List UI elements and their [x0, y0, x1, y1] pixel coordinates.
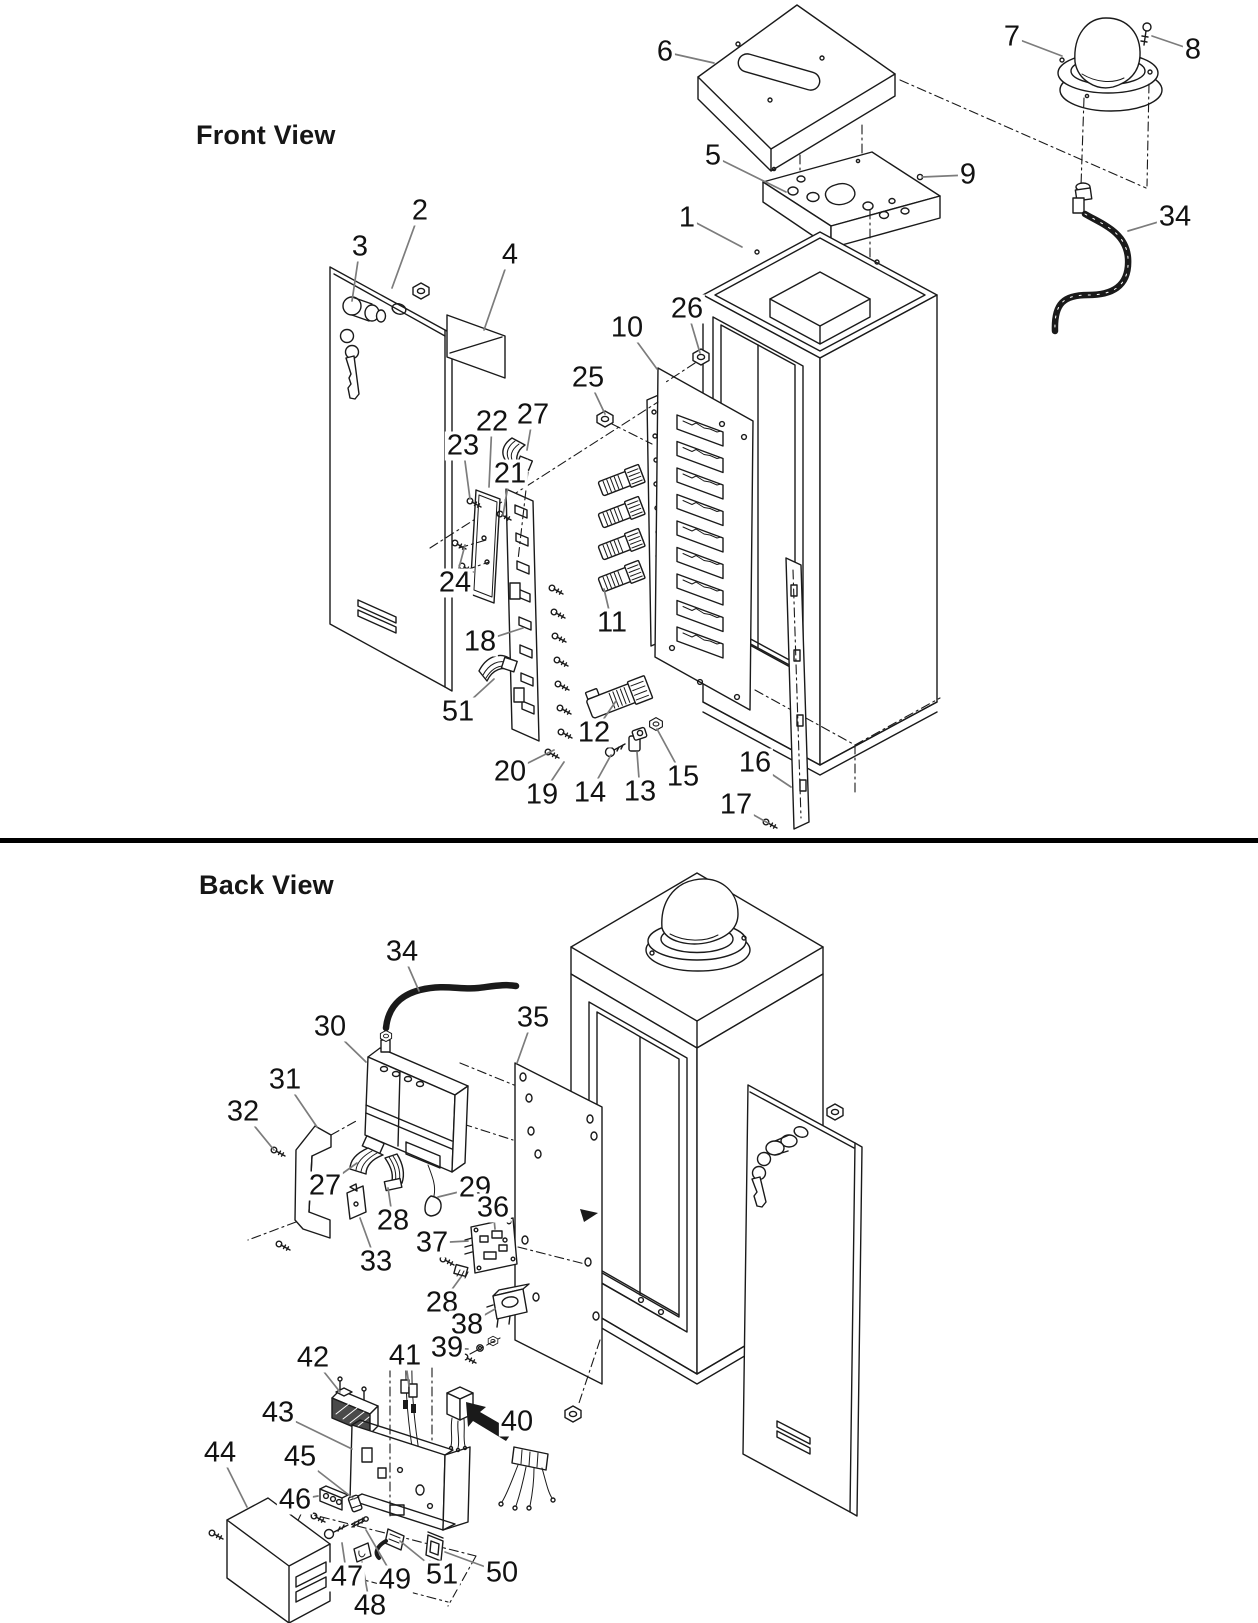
lid-part6 — [697, 4, 1147, 197]
callout-back-47-21: 47 — [328, 1560, 366, 1593]
callout-back-48-22: 48 — [351, 1589, 389, 1622]
bracket-part31 — [247, 1119, 359, 1251]
ribbon-cable-part51-front — [478, 654, 518, 682]
callout-front-18-17: 18 — [461, 625, 499, 658]
clip-part29 — [424, 1195, 442, 1217]
callout-front-14-13: 14 — [571, 776, 609, 809]
callout-front-2-1: 2 — [409, 194, 431, 227]
callout-front-24-23: 24 — [436, 566, 474, 599]
callout-back-51-25: 51 — [423, 1558, 461, 1591]
callout-front-8-7: 8 — [1182, 33, 1204, 66]
callout-front-9-8: 9 — [957, 158, 979, 191]
callout-front-1: 1 — [676, 201, 698, 234]
callout-front-27-26: 27 — [514, 398, 552, 431]
callout-back-36-10: 36 — [474, 1191, 512, 1224]
callout-back-32-6: 32 — [224, 1095, 262, 1128]
callout-front-7-6: 7 — [1001, 20, 1023, 53]
callout-front-3-2: 3 — [349, 230, 371, 263]
callout-front-12-11: 12 — [575, 716, 613, 749]
callout-back-37-11: 37 — [413, 1226, 451, 1259]
back-door — [742, 1084, 863, 1517]
callout-back-45-19: 45 — [281, 1440, 319, 1473]
callout-back-44-18: 44 — [201, 1436, 239, 1469]
callout-back-43-17: 43 — [259, 1396, 297, 1429]
transformer-part42 — [309, 1346, 379, 1435]
callout-front-51-28: 51 — [439, 695, 477, 728]
back-view-title: Back View — [199, 870, 334, 900]
strip-board-part18 — [505, 488, 540, 742]
callout-back-39-13: 39 — [428, 1331, 466, 1364]
plug-part28b — [453, 1263, 469, 1279]
fitting-parts13-14-15 — [604, 717, 663, 758]
callout-back-34-8: 34 — [383, 935, 421, 968]
callout-front-34-27: 34 — [1156, 200, 1194, 233]
callout-front-26-25: 26 — [668, 292, 706, 325]
front-view-drawing — [329, 4, 1163, 830]
callout-front-10-9: 10 — [608, 311, 646, 344]
callout-front-4-3: 4 — [499, 238, 521, 271]
label-plate-part4 — [446, 314, 506, 379]
clip-part48 — [353, 1542, 372, 1563]
callout-front-13-12: 13 — [621, 775, 659, 808]
hose-part34-front — [1051, 182, 1132, 335]
vent-cap-part7 — [1057, 17, 1163, 187]
small-board-part22 — [451, 489, 512, 604]
leader-line-front-5 — [712, 155, 787, 193]
callout-back-38-12: 38 — [448, 1308, 486, 1341]
callout-front-17-16: 17 — [717, 788, 755, 821]
callout-back-41-15: 41 — [386, 1339, 424, 1372]
callout-back-50-24: 50 — [483, 1556, 521, 1589]
callout-back-30-4: 30 — [311, 1010, 349, 1043]
slotted-panel-part10 — [646, 367, 754, 711]
callout-front-20-19: 20 — [491, 755, 529, 788]
callout-front-5-4: 5 — [702, 139, 724, 172]
back-view-drawing — [208, 872, 863, 1623]
callout-front-23-22: 23 — [444, 429, 482, 462]
fuse-part45 — [347, 1494, 363, 1513]
callout-back-46-20: 46 — [276, 1483, 314, 1516]
callout-front-15-14: 15 — [664, 760, 702, 793]
callout-front-21-20: 21 — [491, 457, 529, 490]
switch-part38 — [461, 1283, 530, 1364]
pins-part37 — [464, 1237, 473, 1255]
callout-back-40-14: 40 — [498, 1405, 536, 1438]
nut-part26 — [429, 348, 710, 549]
connector-module-part12 — [584, 675, 654, 719]
stud-part49 — [351, 1516, 369, 1528]
screw-part47 — [323, 1524, 349, 1540]
callout-back-35-9: 35 — [514, 1001, 552, 1034]
plate-part33 — [346, 1183, 367, 1220]
callout-back-28-1: 28 — [374, 1204, 412, 1237]
bracket-strip-part16 — [762, 557, 810, 830]
callout-back-42-16: 42 — [294, 1341, 332, 1374]
callout-front-11-10: 11 — [594, 606, 630, 639]
front-view-title: Front View — [196, 120, 336, 150]
callout-front-16-15: 16 — [736, 746, 774, 779]
callout-front-25-24: 25 — [569, 361, 607, 394]
screw-part8 — [1140, 22, 1152, 46]
callout-back-28-2: 28 — [423, 1286, 461, 1319]
callout-front-19-18: 19 — [523, 778, 561, 811]
callout-front-6-5: 6 — [654, 35, 676, 68]
cover-part44 — [208, 1497, 331, 1623]
front-door-part2 — [329, 266, 453, 692]
callout-back-31-5: 31 — [266, 1063, 304, 1096]
wire-harness — [498, 1446, 556, 1511]
chassis-part43 — [279, 1367, 477, 1607]
ribbon-cable-part28-back — [383, 1153, 405, 1192]
callout-back-49-23: 49 — [376, 1563, 414, 1596]
callout-back-27: 27 — [306, 1169, 344, 1202]
control-box-part30 — [364, 981, 520, 1217]
section-divider — [0, 838, 1258, 843]
control-panel-part5 — [762, 151, 941, 281]
ribbon-cable-part27-back — [349, 1135, 385, 1175]
callout-back-33-7: 33 — [357, 1245, 395, 1278]
